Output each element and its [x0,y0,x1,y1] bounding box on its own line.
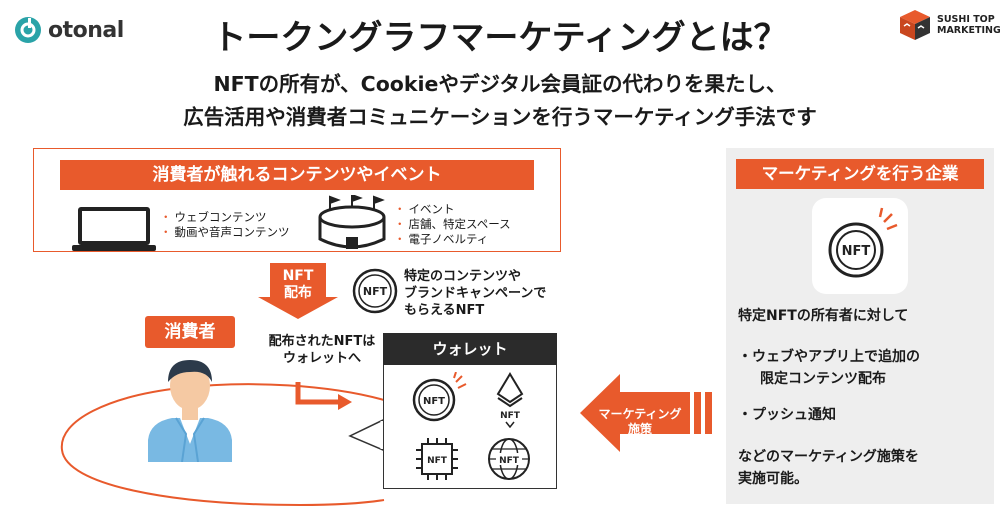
web-content-list: ・ウェブコンテンツ ・動画や音声コンテンツ [160,210,290,240]
event-list: ・イベント ・店舗、特定スペース ・電子ノベルティ [394,202,511,247]
company-closing: などのマーケティング施策を 実施可能。 [738,449,919,487]
company-nft-coin-icon: NFT [828,207,898,278]
svg-text:NFT: NFT [363,285,388,298]
list-item: ・店舗、特定スペース [394,217,511,231]
stadium-icon [318,195,386,249]
company-item-2: ・プッシュ通知 [738,407,836,423]
distribution-note: 配布されたNFTは ウォレットへ [268,334,376,366]
wallet-nft-ethereum-icon: NFT [496,372,524,428]
otonal-wordmark: otonal [48,17,124,43]
list-item: ・動画や音声コンテンツ [160,225,290,239]
svg-text:NFT: NFT [842,244,871,259]
svg-text:NFT: NFT [423,396,445,407]
laptop-icon [72,207,156,251]
nft-distribution-label: NFT 配布 [282,268,314,301]
marketing-measure-label: マーケティング 施策 [598,407,682,436]
contents-events-box [33,148,561,252]
subtitle-line-2: 広告活用や消費者コミュニケーションを行うマーケティング手法です [183,105,817,129]
list-item: ・ウェブコンテンツ [160,210,267,224]
nft-description: 特定のコンテンツや ブランドキャンペーンで もらえるNFT [404,269,547,318]
company-nft-card: NFT [812,198,908,294]
sushi-logo-text: SUSHI TOP MARKETING [937,14,1000,36]
subtitle: NFTの所有が、Cookieやデジタル会員証の代わりを果たし、 広告活用や消費者… [0,68,1000,134]
subtitle-line-1: NFTの所有が、Cookieやデジタル会員証の代わりを果たし、 [213,72,787,96]
consumer-badge: 消費者 [145,316,235,348]
otonal-mark-icon [15,17,41,43]
otonal-logo: otonal [14,14,124,46]
page-title: トークングラフマーケティングとは？ [212,18,788,58]
company-item-1: ・ウェブやアプリ上で追加の 限定コンテンツ配布 [738,349,920,387]
wallet-nft-coin-icon: NFT [412,372,467,422]
company-banner: マーケティングを行う企業 [736,159,984,189]
sushi-top-marketing-logo: SUSHI TOP MARKETING [898,8,1000,42]
contents-events-banner: 消費者が触れるコンテンツやイベント [60,160,534,190]
sushi-box-icon [900,10,930,40]
wallet-nft-chip-icon: NFT [416,438,458,480]
consumer-person-icon [148,360,232,462]
wallet-title: ウォレット [383,333,557,365]
svg-text:NFT: NFT [500,411,521,421]
marketing-measure-arrow-icon [580,374,712,452]
svg-text:NFT: NFT [427,456,448,466]
nft-coin-icon: NFT [352,268,398,314]
svg-text:NFT: NFT [499,456,520,466]
list-item: ・電子ノベルティ [394,232,489,246]
company-intro: 特定NFTの所有者に対して [738,308,909,324]
nft-distribution-arrow-icon [258,263,338,319]
list-item: ・イベント [394,202,455,216]
wallet-nft-globe-icon: NFT [488,438,530,480]
